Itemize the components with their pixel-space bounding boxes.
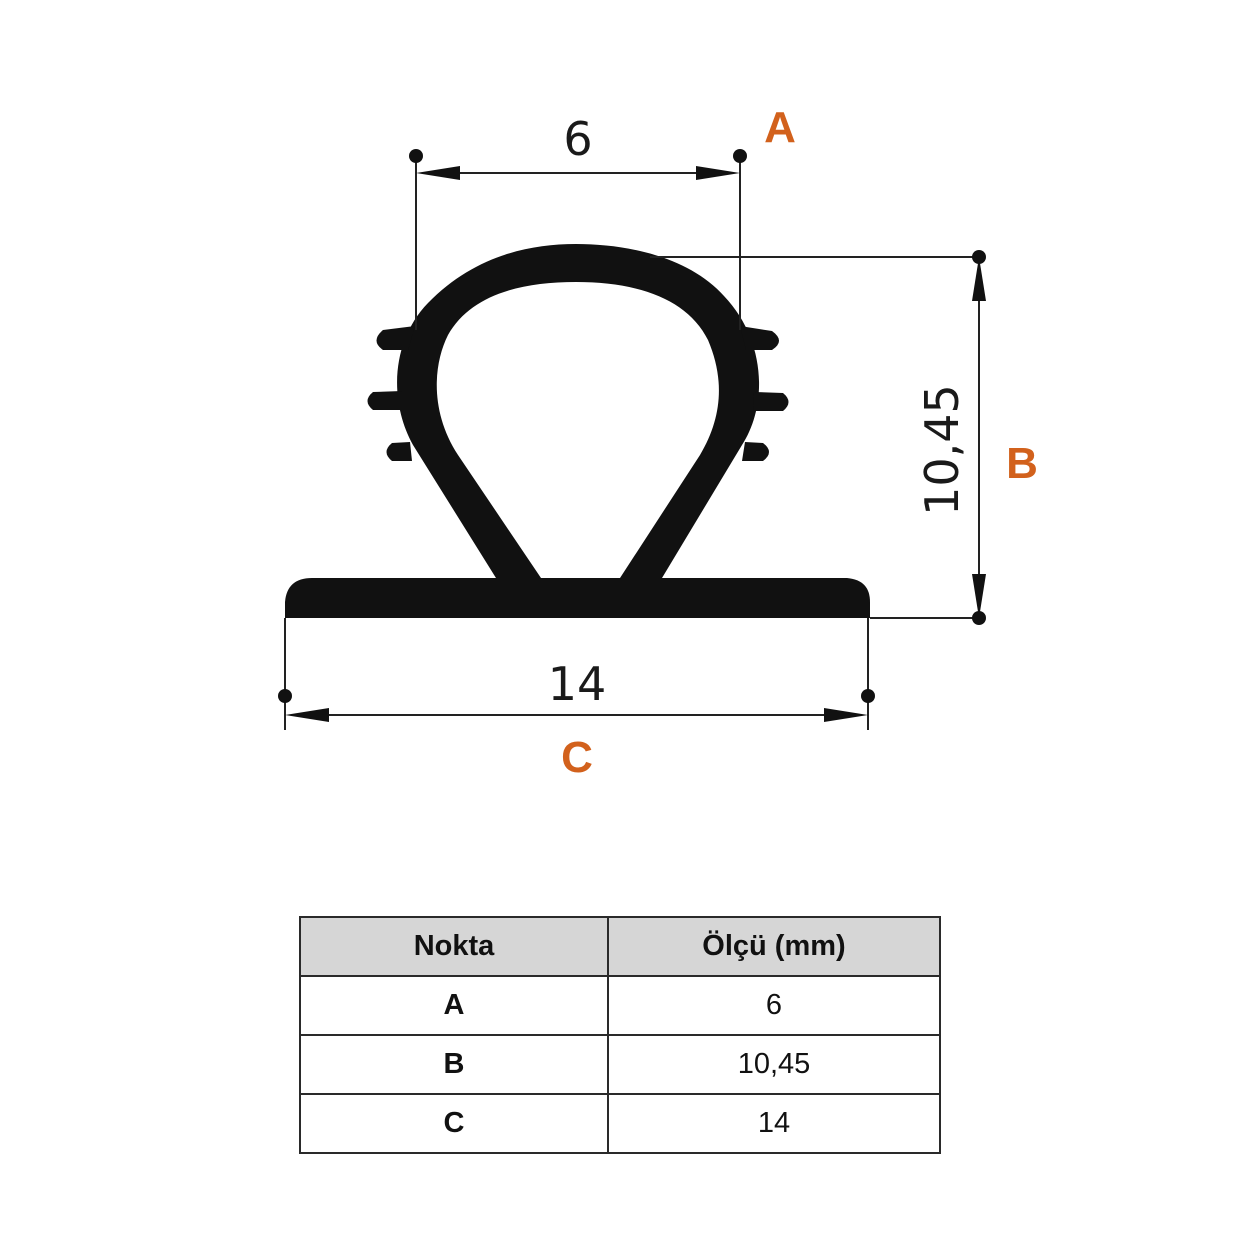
dimension-a [409,149,747,330]
base-strip [285,578,870,618]
point-label-a: A [764,103,796,152]
row-value: 6 [607,975,941,1036]
fin-right-3 [742,442,769,461]
row-value: 14 [607,1093,941,1154]
row-value: 10,45 [607,1034,941,1095]
fin-right-1 [740,326,779,350]
table-header-row: Nokta Ölçü (mm) [299,916,941,977]
header-olcu: Ölçü (mm) [607,916,941,977]
dimension-b-value: 10,45 [915,384,969,516]
gasket-profile [285,244,870,618]
fin-right-2 [753,392,789,411]
fin-left-1 [376,326,415,350]
row-point: A [299,975,609,1036]
point-label-b: B [1006,439,1038,488]
table-row: A 6 [299,975,941,1036]
fin-left-2 [367,391,402,410]
header-nokta: Nokta [299,916,609,977]
fin-left-3 [386,442,412,461]
table-row: B 10,45 [299,1034,941,1095]
dimension-table: Nokta Ölçü (mm) A 6 B 10,45 C 14 [299,916,941,1154]
dimension-a-value: 6 [563,112,592,166]
seal-profile-drawing: 6 A 10,45 B 14 C [278,103,1038,782]
dimension-c [278,618,875,730]
dimension-c-value: 14 [548,657,607,711]
point-label-c: C [561,733,593,782]
dimension-b [650,250,986,625]
table-row: C 14 [299,1093,941,1154]
bulb-ring [397,244,760,578]
row-point: B [299,1034,609,1095]
row-point: C [299,1093,609,1154]
